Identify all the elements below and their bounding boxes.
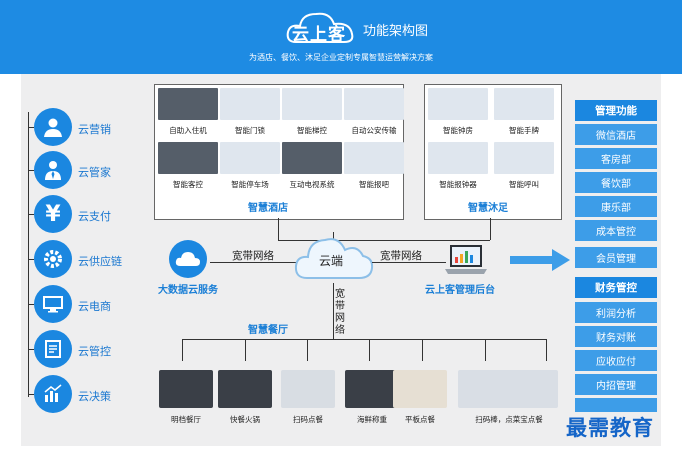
- foot-item-label: 智能钟房: [443, 126, 473, 135]
- smart-lock-image: [220, 88, 280, 120]
- smart-bar-image: [344, 142, 404, 174]
- police-emblem-image: [344, 88, 404, 120]
- management-item: 康乐部: [575, 196, 657, 217]
- finance-title: 财务管控: [575, 277, 657, 298]
- hotel-item-label: 智能梯控: [297, 126, 327, 135]
- left-nav-manager: 云管家: [78, 166, 111, 179]
- link-label-down: 宽带网络: [335, 289, 345, 336]
- backend-label: 云上客管理后台: [425, 285, 495, 296]
- big-data-label: 大数据云服务: [158, 285, 218, 296]
- finance-item: 应收应付: [575, 350, 657, 371]
- left-nav-ecommerce: 云电商: [78, 300, 111, 313]
- cloud-label: 云端: [319, 254, 344, 268]
- management-item: 餐饮部: [575, 172, 657, 193]
- parking-image: [220, 142, 280, 174]
- page-subtitle: 为酒店、餐饮、沐足企业定制专属智慧运营解决方案: [249, 53, 433, 62]
- finance-item: 财务对账: [575, 326, 657, 347]
- smart-foot-title: 智慧沐足: [468, 203, 508, 214]
- header-banner: [0, 0, 682, 74]
- clock-reporter-image: [428, 142, 488, 174]
- management-item: 会员管理: [575, 247, 657, 268]
- restaurant-item-label: 扫码棒，点菜宝点餐: [475, 415, 543, 424]
- left-bracket-line: [28, 112, 29, 397]
- elevator-image: [282, 88, 342, 120]
- show-kitchen-image: [159, 370, 213, 408]
- left-nav-marketing: 云营销: [78, 123, 111, 136]
- logo-cloud-icon: [286, 12, 354, 43]
- wristband-image: [494, 88, 554, 120]
- management-item: 微信酒店: [575, 124, 657, 145]
- clock-room-image: [428, 88, 488, 120]
- cloud-manager-icon: [34, 151, 72, 189]
- restaurant-item-label: 扫码点餐: [293, 415, 323, 424]
- cloud-marketing-icon: [34, 108, 72, 146]
- self-checkin-image: [158, 88, 218, 120]
- checklist-icon: [34, 330, 72, 368]
- call-device-image: [494, 142, 554, 174]
- watermark-text: 最需教育: [566, 415, 654, 440]
- left-nav-payment: 云支付: [78, 210, 111, 223]
- finance-item: 利润分析: [575, 302, 657, 323]
- scan-order-image: [281, 370, 335, 408]
- foot-item-label: 智能手牌: [509, 126, 539, 135]
- hotel-item-label: 智能客控: [173, 180, 203, 189]
- left-nav-control: 云管控: [78, 345, 111, 358]
- link-label-left: 宽带网络: [232, 250, 274, 262]
- tablet-order-image: [393, 370, 447, 408]
- right-arrow-icon: [510, 249, 570, 271]
- management-item: 客房部: [575, 148, 657, 169]
- hotel-item-label: 自助入住机: [169, 126, 207, 135]
- big-data-cloud-icon: [169, 240, 207, 278]
- left-nav-decision: 云决策: [78, 390, 111, 403]
- smart-restaurant-title: 智慧餐厅: [248, 325, 288, 336]
- hotel-item-label: 互动电视系统: [289, 180, 335, 189]
- hotel-item-label: 自动公安传输: [351, 126, 397, 135]
- hotel-item-label: 智能停车场: [231, 180, 269, 189]
- bar-chart-icon: [34, 375, 72, 413]
- foot-item-label: 智能报钟器: [439, 180, 477, 189]
- gear-icon: [34, 240, 72, 278]
- management-item: 成本管控: [575, 220, 657, 241]
- finance-item-partial: [575, 398, 657, 412]
- foot-item-label: 智能呼叫: [509, 180, 539, 189]
- left-nav-supply-chain: 云供应链: [78, 255, 122, 268]
- finance-item: 内招管理: [575, 374, 657, 395]
- monitor-icon: [34, 285, 72, 323]
- restaurant-item-label: 平板点餐: [405, 415, 435, 424]
- yen-icon: ¥: [34, 195, 72, 233]
- hotel-item-label: 智能报吧: [359, 180, 389, 189]
- tv-system-image: [282, 142, 342, 174]
- management-title: 管理功能: [575, 100, 657, 121]
- hotel-item-label: 智能门锁: [235, 126, 265, 135]
- logo-text: 云上客: [292, 25, 346, 45]
- cloud-icon: [294, 238, 374, 279]
- restaurant-item-label: 明档餐厅: [171, 415, 201, 424]
- restaurant-item-label: 海鲜称重: [357, 415, 387, 424]
- room-control-image: [158, 142, 218, 174]
- fast-food-image: [218, 370, 272, 408]
- laptop-icon: [445, 245, 487, 274]
- seafood-scale-image: [345, 370, 399, 408]
- scanner-order-image: [458, 370, 558, 408]
- link-label-right: 宽带网络: [380, 250, 422, 262]
- page-title: 功能架构图: [363, 24, 429, 39]
- restaurant-item-label: 快餐火锅: [230, 415, 260, 424]
- smart-hotel-title: 智慧酒店: [248, 203, 288, 214]
